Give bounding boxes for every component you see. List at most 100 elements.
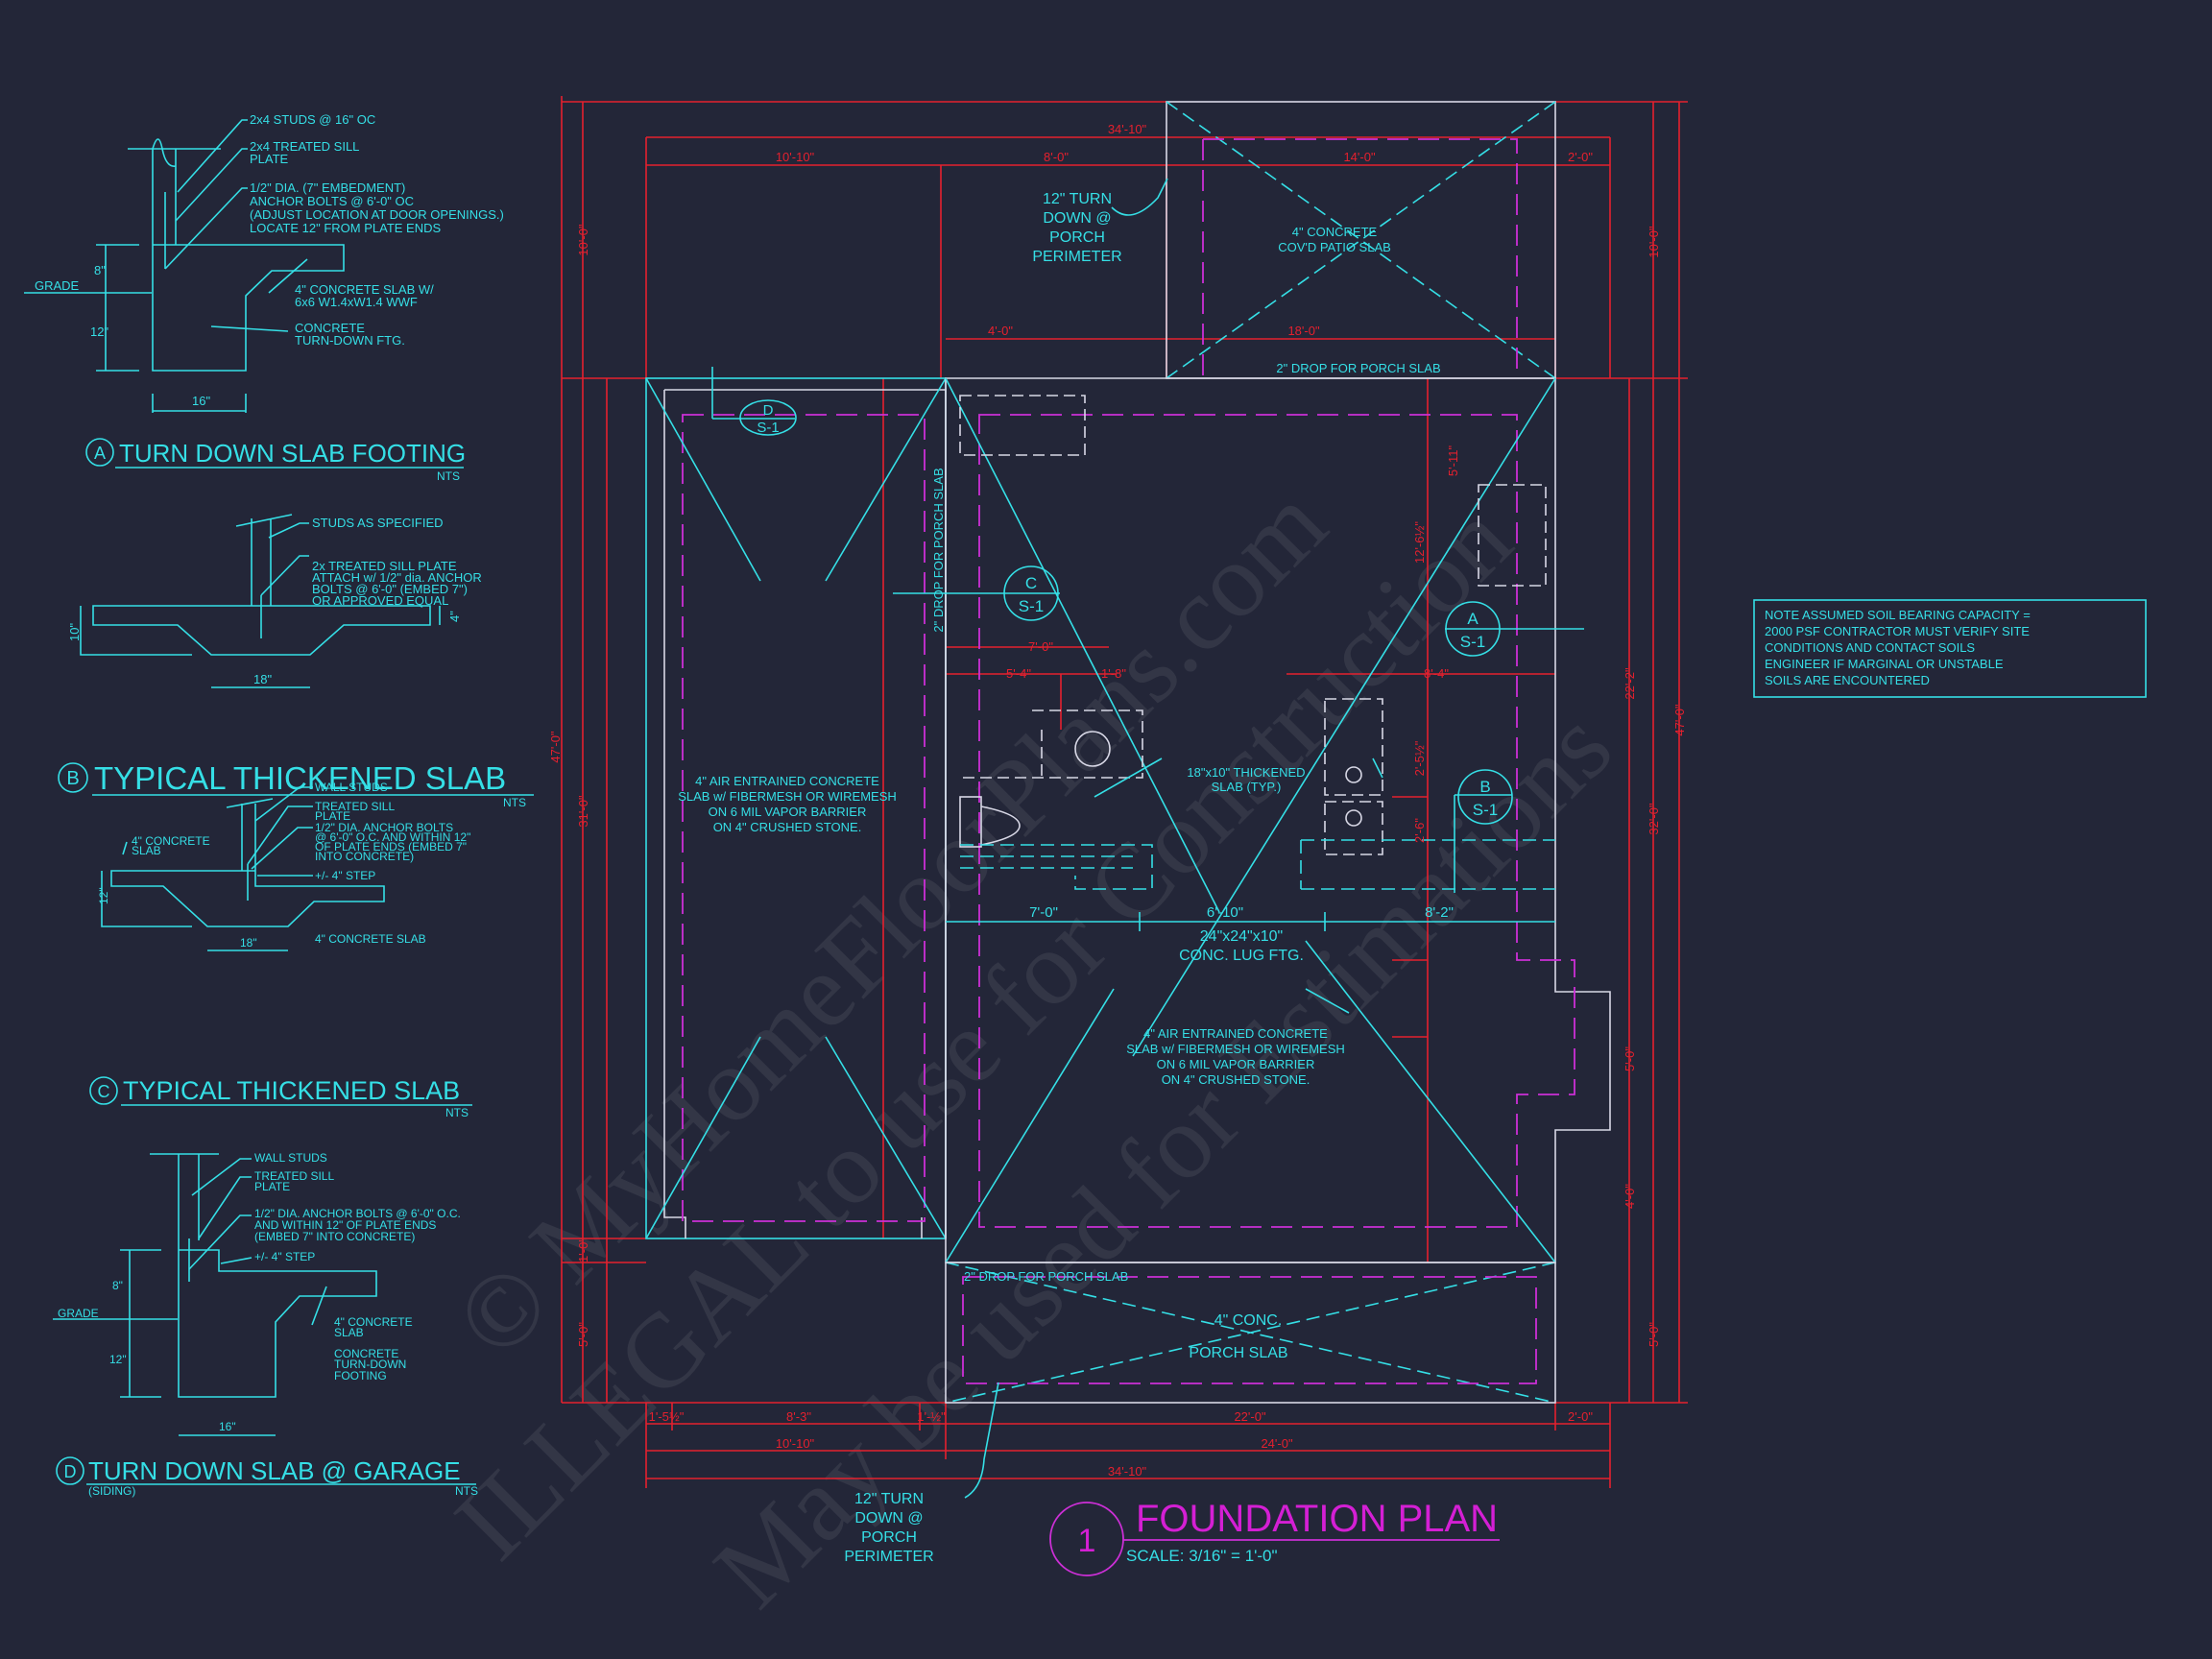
detail-a-dim-16: 16" — [192, 394, 210, 408]
soil-bearing-note: NOTE ASSUMED SOIL BEARING CAPACITY = 200… — [1753, 599, 2147, 698]
detail-d-bubble — [56, 1456, 84, 1485]
dim-int-b: 5'-4" — [1006, 666, 1031, 681]
dim-right-b: 22'-2" — [1623, 667, 1637, 700]
dim-int-h: 5'-11" — [1446, 445, 1460, 477]
detail-a-sill-label-1: 2x4 TREATED SILL — [250, 139, 359, 154]
dim-left-a: 10'-0" — [576, 224, 590, 256]
detail-b-title: TYPICAL THICKENED SLAB — [94, 760, 506, 796]
drawing-title: 1 FOUNDATION PLAN SCALE: 3/16" = 1'-0" — [1049, 1498, 1500, 1576]
sink-icon — [1074, 731, 1111, 767]
detail-c-studs-label: WALL STUDS — [315, 781, 388, 794]
dim-top-overall: 34'-10" — [1108, 122, 1147, 136]
detail-d-bolt-1: 1/2" DIA. ANCHOR BOLTS @ 6'-0" O.C. — [254, 1207, 461, 1220]
dim-top-f: 18'-0" — [1287, 324, 1320, 338]
detail-c-letter: C — [98, 1082, 110, 1101]
patio-drop-label: 2" DROP FOR PORCH SLAB — [1276, 361, 1440, 375]
detail-c-bolt-4: INTO CONCRETE) — [315, 850, 414, 863]
detail-b-typical-thickened-slab: STUDS AS SPECIFIED 2x TREATED SILL PLATE… — [58, 514, 534, 809]
section-b-sheet: S-1 — [1473, 801, 1498, 819]
note-line-4: ENGINEER IF MARGINAL OR UNSTABLE — [1765, 657, 2004, 671]
detail-a-title: TURN DOWN SLAB FOOTING — [119, 439, 466, 468]
section-marker-c: C S-1 — [893, 565, 1060, 621]
dim-left-b: 31'-0" — [576, 795, 590, 828]
dim-top-a: 10'-10" — [776, 150, 815, 164]
detail-b-nts: NTS — [503, 796, 526, 809]
turn-down-bottom-2: DOWN @ — [854, 1510, 923, 1527]
section-d-sheet: S-1 — [757, 420, 779, 436]
detail-c-dim-18: 18" — [240, 936, 257, 950]
detail-d-turn-down-slab-garage: WALL STUDS TREATED SILL PLATE 1/2" DIA. … — [53, 1151, 478, 1498]
detail-d-ftg-2: TURN-DOWN — [334, 1358, 406, 1371]
detail-d-bolt-2: AND WITHIN 12" OF PLATE ENDS — [254, 1218, 436, 1232]
dim-lug-c: 8'-2" — [1425, 904, 1454, 921]
dim-top-b: 8'-0" — [1044, 150, 1069, 164]
detail-c-nts: NTS — [445, 1106, 469, 1119]
detail-d-studs: WALL STUDS — [254, 1151, 327, 1165]
turn-down-bottom-3: PORCH — [861, 1529, 917, 1546]
dim-bottom-g: 24'-0" — [1261, 1436, 1293, 1451]
porch-drop-label: 2" DROP FOR PORCH SLAB — [964, 1269, 1128, 1284]
detail-a-turn-down-slab-footing: 2x4 STUDS @ 16" OC 2x4 TREATED SILL PLAT… — [24, 112, 504, 483]
detail-c-bubble — [89, 1076, 118, 1105]
house-note-3: ON 6 MIL VAPOR BARRIER — [1157, 1057, 1315, 1071]
detail-d-dim-8: 8" — [112, 1279, 123, 1292]
detail-a-slab-label-1: 4" CONCRETE SLAB W/ — [295, 282, 434, 297]
detail-b-dim-18: 18" — [253, 672, 272, 686]
detail-a-bolt-label-4: LOCATE 12" FROM PLATE ENDS — [250, 221, 442, 235]
garage-note-2: SLAB w/ FIBERMESH OR WIREMESH — [678, 789, 897, 804]
toilet-icon — [959, 796, 982, 848]
dim-bottom-a: 1'-5½" — [649, 1409, 685, 1424]
dim-bottom-d: 22'-0" — [1234, 1409, 1266, 1424]
detail-c-bolt-2: @ 6'-0" O.C. AND WITHIN 12" — [315, 830, 470, 844]
dim-int-c: 1'-8" — [1101, 666, 1126, 681]
detail-a-grade-label: GRADE — [35, 278, 80, 293]
turn-down-top-3: PORCH — [1049, 229, 1105, 246]
detail-b-bubble — [58, 762, 88, 793]
detail-c-sill-1: TREATED SILL — [315, 800, 395, 813]
detail-a-bolt-label-2: ANCHOR BOLTS @ 6'-0" OC — [250, 194, 414, 208]
detail-d-sill-2: PLATE — [254, 1180, 290, 1193]
section-marker-b: B S-1 — [1454, 769, 1513, 893]
dim-top-d: 2'-0" — [1568, 150, 1593, 164]
house-note-4: ON 4" CRUSHED STONE. — [1162, 1072, 1310, 1087]
detail-a-ftg-label-2: TURN-DOWN FTG. — [295, 333, 405, 348]
section-marker-d: D S-1 — [711, 367, 797, 436]
dim-left-c: 1'-0" — [576, 1238, 590, 1262]
dim-bottom-overall: 34'-10" — [1108, 1464, 1147, 1479]
detail-b-label-2: ATTACH w/ 1/2" dia. ANCHOR — [312, 570, 482, 585]
garage-note-4: ON 4" CRUSHED STONE. — [713, 820, 862, 834]
dim-left-overall: 47'-0" — [548, 731, 563, 763]
detail-d-bolt-3: (EMBED 7" INTO CONCRETE) — [254, 1230, 415, 1243]
porch-label-2: PORCH SLAB — [1189, 1345, 1287, 1361]
section-b-letter: B — [1479, 778, 1490, 796]
detail-b-label-3: BOLTS @ 6'-0" (EMBED 7") — [312, 582, 468, 596]
house-note-1: 4" AIR ENTRAINED CONCRETE — [1143, 1026, 1328, 1041]
dim-top-e: 4'-0" — [988, 324, 1013, 338]
turn-down-top-1: 12" TURN — [1043, 191, 1112, 207]
note-line-5: SOILS ARE ENCOUNTERED — [1765, 673, 1930, 687]
dim-bottom-b: 8'-3" — [786, 1409, 811, 1424]
dim-int-g: 2'-6" — [1412, 818, 1427, 843]
section-marker-a: A S-1 — [1445, 601, 1584, 657]
detail-c-sill-2: PLATE — [315, 809, 350, 823]
detail-d-letter: D — [64, 1462, 77, 1481]
dim-right-c: 32'-0" — [1647, 803, 1661, 835]
detail-a-bolt-label-3: (ADJUST LOCATION AT DOOR OPENINGS.) — [250, 207, 504, 222]
detail-d-ftg-1: CONCRETE — [334, 1347, 398, 1360]
detail-d-dim-16: 16" — [219, 1420, 236, 1433]
detail-a-slab-label-2: 6x6 W1.4xW1.4 WWF — [295, 295, 418, 309]
detail-a-studs-label: 2x4 STUDS @ 16" OC — [250, 112, 375, 127]
dim-left-d: 5'-0" — [576, 1322, 590, 1347]
detail-b-letter: B — [66, 768, 79, 789]
detail-d-sill-1: TREATED SILL — [254, 1169, 334, 1183]
dim-int-e: 12'-6½" — [1412, 521, 1427, 564]
detail-c-typical-thickened-slab: WALL STUDS TREATED SILL PLATE 1/2" DIA. … — [89, 781, 472, 1119]
house-note-2: SLAB w/ FIBERMESH OR WIREMESH — [1126, 1042, 1345, 1056]
turn-down-bottom-1: 12" TURN — [854, 1491, 924, 1507]
dim-right-a: 10'-0" — [1647, 226, 1661, 258]
dim-right-e: 4'-0" — [1623, 1184, 1637, 1209]
detail-b-studs-label: STUDS AS SPECIFIED — [312, 516, 444, 530]
detail-b-dim-10: 10" — [67, 623, 82, 641]
detail-a-sill-label-2: PLATE — [250, 152, 289, 166]
turn-down-top-4: PERIMETER — [1032, 249, 1121, 265]
